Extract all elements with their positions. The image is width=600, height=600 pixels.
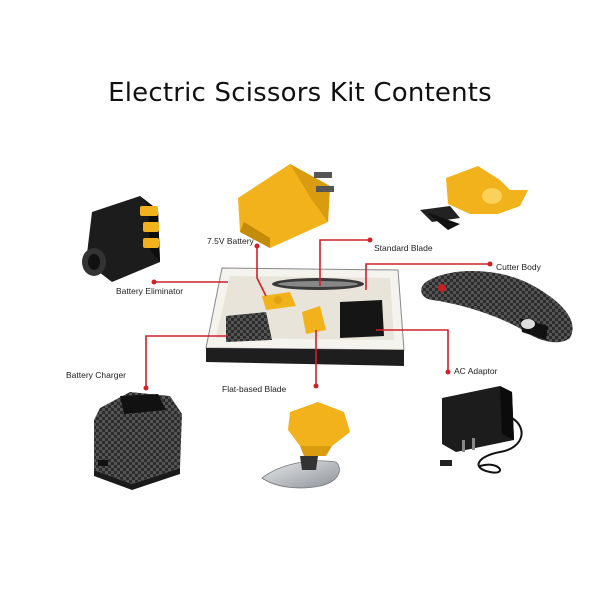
standard-blade-image: [420, 166, 528, 230]
leader-standard-blade: [319, 239, 370, 286]
flat-based-blade-image: [261, 402, 350, 489]
label-battery-charger: Battery Charger: [66, 370, 126, 380]
leader-dots: [143, 237, 493, 391]
ac-adaptor-image: [440, 386, 523, 474]
diagram-title: Electric Scissors Kit Contents: [108, 78, 492, 108]
label-ac-adaptor: AC Adaptor: [454, 366, 498, 376]
battery-charger-image: [94, 392, 182, 490]
label-standard-blade: Standard Blade: [374, 243, 433, 253]
leader-battery-75v: [256, 246, 267, 297]
label-cutter-body: Cutter Body: [496, 262, 541, 272]
leader-cutter-body: [365, 263, 490, 290]
battery-75v-image: [238, 164, 334, 248]
label-battery-75v: 7.5V Battery: [207, 236, 254, 246]
cutter-body-image: [421, 270, 573, 343]
battery-eliminator-image: [82, 196, 160, 282]
label-battery-eliminator: Battery Eliminator: [116, 286, 184, 296]
leader-ac-adaptor: [376, 329, 449, 372]
leader-battery-charger: [145, 335, 228, 388]
kit-case-image: [205, 267, 405, 366]
leader-lines: [145, 239, 490, 388]
label-flat-based-blade: Flat-based Blade: [222, 384, 287, 394]
